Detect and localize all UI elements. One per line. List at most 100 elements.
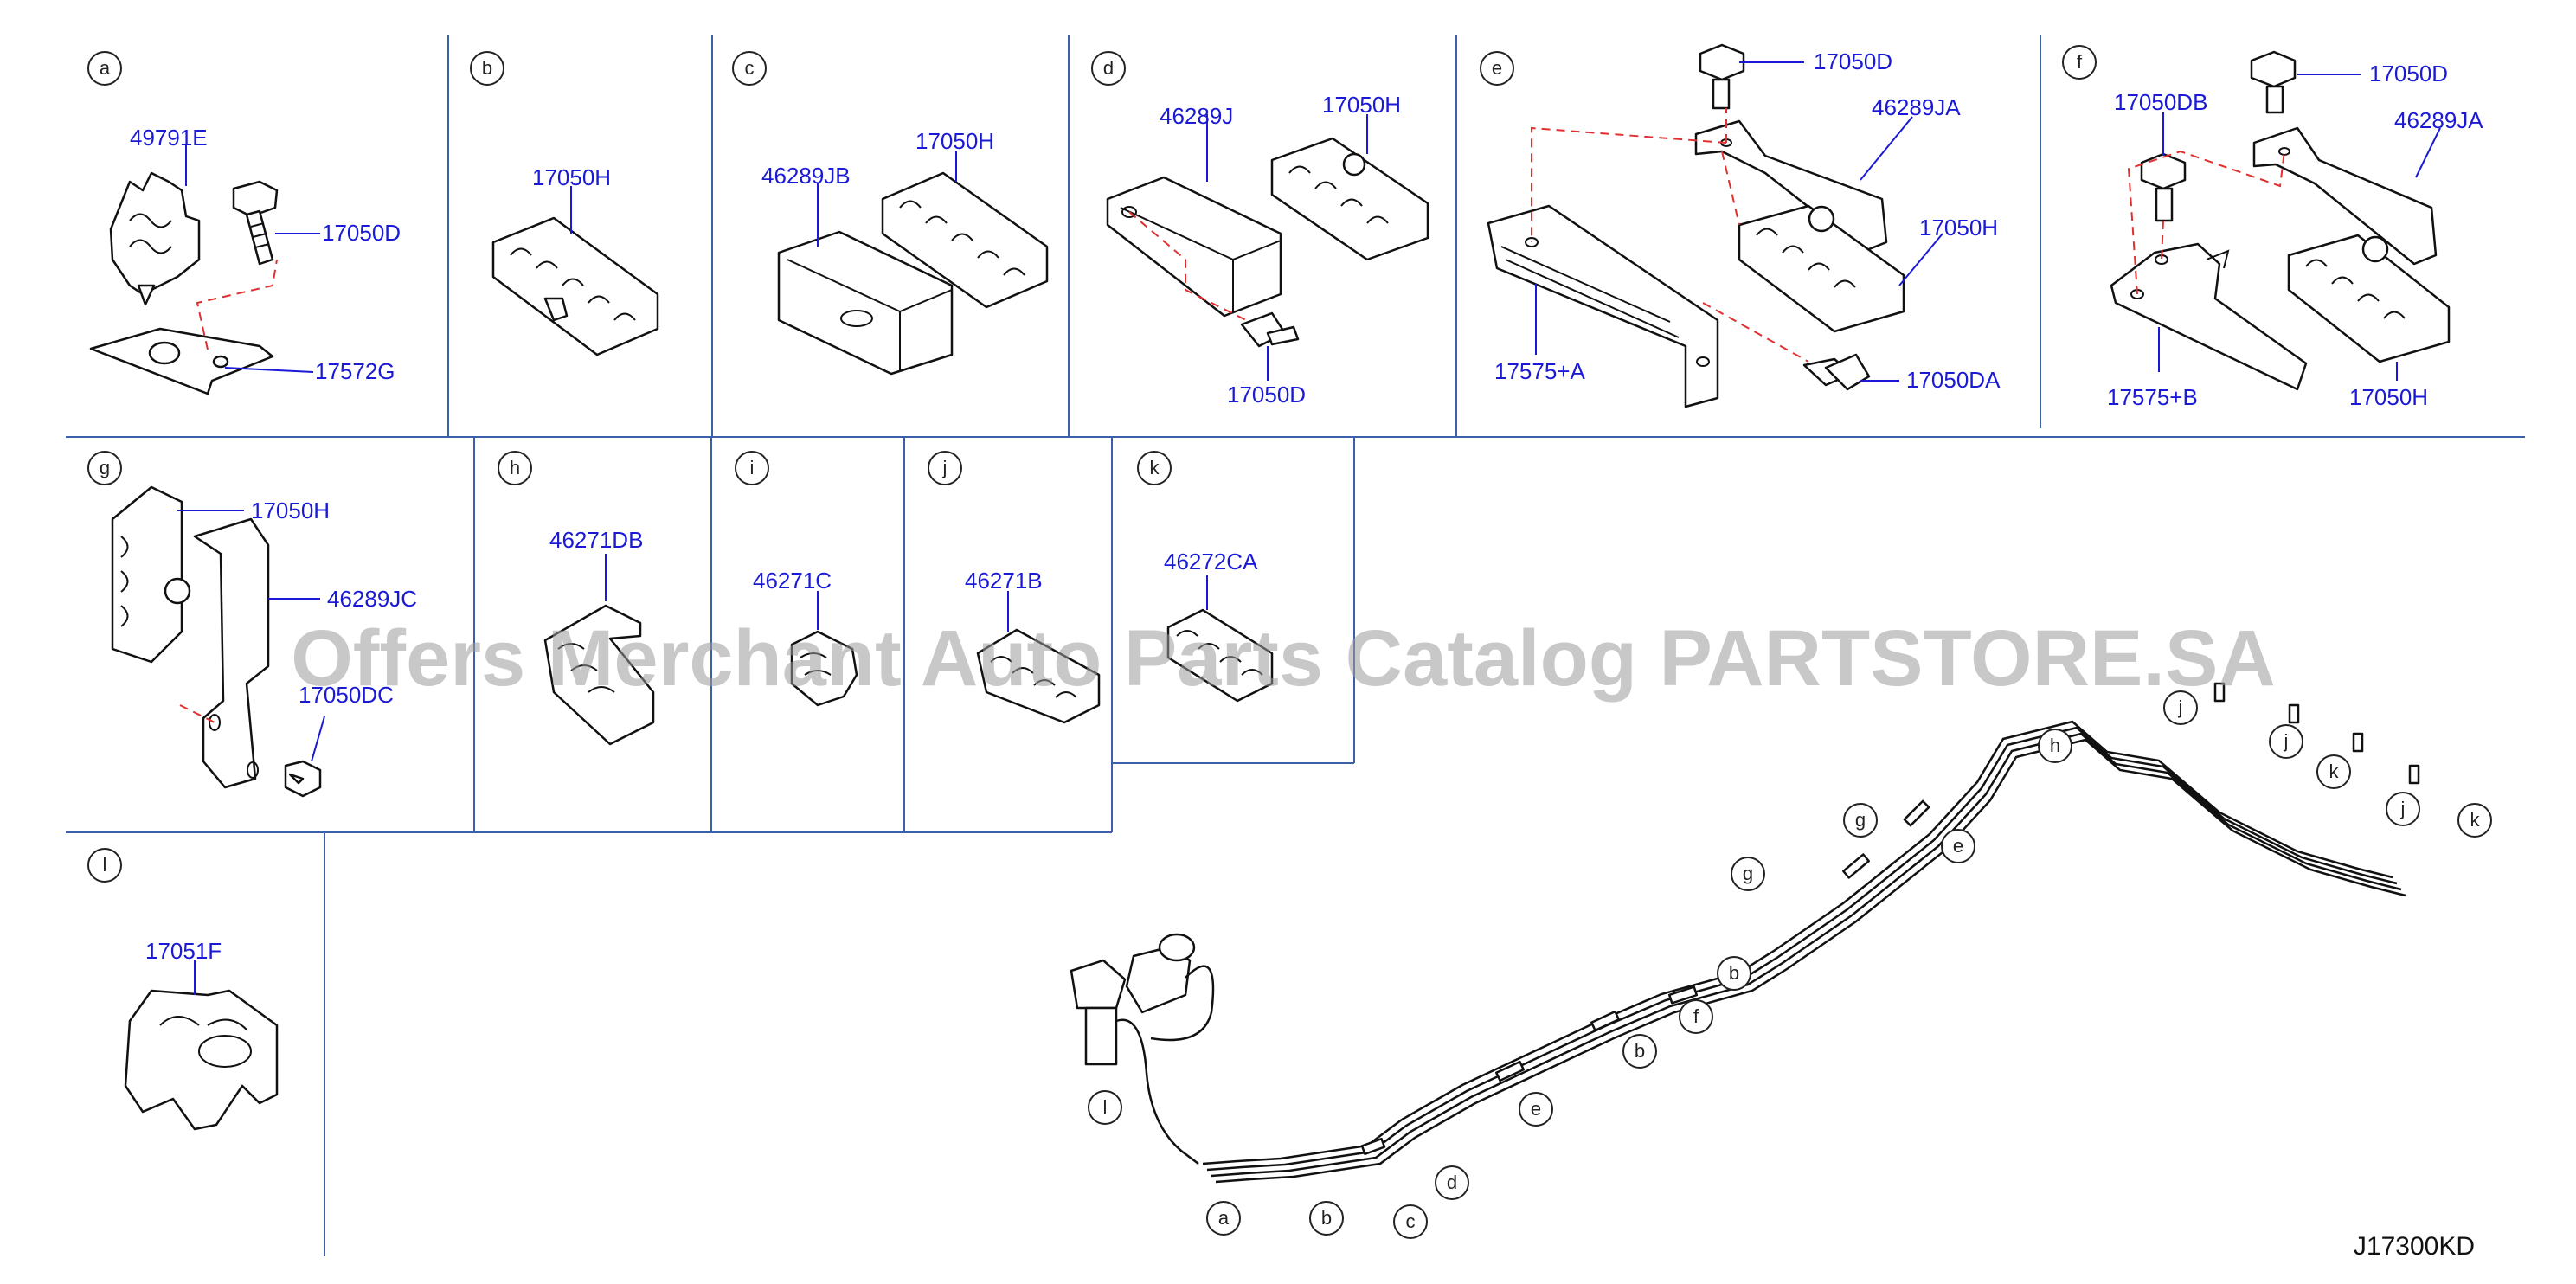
bracket-17572g-drawing (89, 327, 274, 395)
part-number-17050h-c: 17050H (915, 128, 994, 154)
watermark: Offers Merchant Auto Parts Catalog PARTS… (291, 614, 2276, 703)
svg-text:b: b (1635, 1040, 1645, 1062)
section-c-marker: c (732, 51, 767, 86)
section-a: 49791E 17050D 17572G (89, 125, 401, 395)
section-d: 46289J 17050H 17050D (1106, 92, 1429, 408)
part-number-17050h-f: 17050H (2349, 384, 2428, 410)
overview-callout-k1: k (2316, 754, 2351, 789)
svg-text:c: c (745, 57, 755, 79)
overview-callout-f: f (1679, 999, 1713, 1034)
part-number-17050dc: 17050DC (299, 682, 394, 708)
svg-text:e: e (1531, 1098, 1541, 1120)
overview-callout-j3: j (2386, 792, 2420, 826)
section-i: 46271C (753, 568, 858, 707)
section-b-marker: b (470, 51, 504, 86)
svg-text:j: j (942, 457, 948, 478)
section-e-marker: e (1480, 51, 1514, 86)
section-a-marker: a (87, 51, 122, 86)
svg-text:i: i (750, 457, 755, 478)
svg-text:l: l (103, 854, 107, 876)
section-j: 46271B (965, 568, 1101, 724)
svg-text:k: k (2329, 761, 2340, 782)
overview-callout-d: d (1435, 1165, 1469, 1200)
part-number-46289jc: 46289JC (327, 586, 417, 612)
overview-callout-b2: b (1622, 1034, 1657, 1069)
overview-callout-a: a (1206, 1201, 1241, 1236)
section-h-marker: h (498, 451, 532, 485)
clamp-17050h-d-drawing (1270, 137, 1429, 261)
overview-callout-g1: g (1731, 857, 1765, 891)
section-k: 46272CA (1164, 549, 1274, 703)
section-i-marker: i (735, 451, 769, 485)
clamp-17050h-e-drawing (1738, 204, 1905, 333)
svg-text:e: e (1492, 57, 1502, 79)
section-l: 17051F (124, 938, 279, 1131)
clip-46272ca-drawing (1166, 608, 1274, 703)
svg-text:l: l (1103, 1096, 1108, 1118)
part-number-46289jb: 46289JB (761, 163, 851, 189)
bolt-17050d-e-drawing (1699, 43, 1745, 110)
cover-46289jb-drawing (777, 230, 954, 376)
clamp-17050h-g-drawing (111, 485, 191, 664)
section-l-marker: l (87, 848, 122, 883)
clamp-17050h-c-drawing (881, 171, 1049, 309)
clip-46271c-drawing (790, 630, 858, 707)
svg-text:c: c (1406, 1210, 1416, 1232)
part-number-17050h-g: 17050H (251, 498, 330, 523)
bracket-17575a-drawing (1487, 204, 1719, 408)
clip-49791e-drawing (109, 171, 201, 306)
section-b: 17050H (491, 164, 659, 356)
section-g: 17050H 46289JC 17050DC (111, 485, 417, 798)
part-number-49791e: 49791E (130, 125, 208, 151)
section-f: 17050D 17050DB 46289JA 17575+B 17050H (2107, 50, 2483, 410)
overview-callout-b1: b (1309, 1201, 1344, 1236)
part-number-46271c: 46271C (753, 568, 832, 594)
section-c: 46289JB 17050H (761, 128, 1049, 376)
part-number-17050d: 17050D (322, 220, 401, 246)
svg-text:e: e (1953, 835, 1963, 857)
overview-callout-e2: e (1941, 829, 1975, 863)
svg-text:f: f (1693, 1005, 1699, 1027)
section-g-marker: g (87, 451, 122, 485)
part-number-46271b: 46271B (965, 568, 1043, 594)
cover-46289j-drawing (1106, 176, 1282, 318)
part-number-17051f: 17051F (145, 938, 222, 964)
section-k-marker: k (1137, 451, 1172, 485)
overview-callout-l: l (1088, 1090, 1122, 1125)
grid-lines (66, 35, 2525, 1256)
overview-callout-c: c (1393, 1204, 1428, 1239)
svg-text:k: k (1150, 457, 1160, 478)
bolt-17050da-drawing (1802, 353, 1871, 391)
diagram-code: J17300KD (2354, 1232, 2475, 1261)
overview-callout-k2: k (2457, 803, 2492, 838)
clip-17051f-drawing (124, 989, 279, 1131)
overview-callout-e1: e (1519, 1092, 1553, 1127)
bolt-17050dc-drawing (284, 760, 322, 798)
svg-text:b: b (1729, 962, 1739, 984)
svg-text:j: j (2400, 798, 2406, 819)
overview-callout-b3: b (1717, 956, 1751, 991)
svg-text:j: j (2178, 697, 2183, 718)
part-number-17050d-d: 17050D (1227, 382, 1306, 408)
svg-text:f: f (2077, 51, 2083, 73)
section-j-marker: j (928, 451, 962, 485)
overview-callout-h: h (2038, 729, 2072, 763)
section-f-marker: f (2062, 45, 2097, 80)
section-letters: a b c d e f g h i j k l (87, 45, 2097, 883)
part-number-17050d-f: 17050D (2369, 61, 2448, 87)
part-number-46271db: 46271DB (549, 527, 643, 553)
section-e: 17050D 46289JA 17050H 17575+A 17050DA (1487, 43, 2001, 408)
svg-text:j: j (2284, 730, 2289, 752)
svg-text:g: g (100, 457, 110, 478)
part-number-17050h-e: 17050H (1919, 215, 1998, 241)
part-number-46289ja-f: 46289JA (2394, 107, 2483, 133)
part-number-46272ca: 46272CA (1164, 549, 1258, 575)
clip-46271b-drawing (976, 628, 1101, 724)
clip-46271db-drawing (543, 604, 655, 746)
part-number-17050h-d: 17050H (1322, 92, 1401, 118)
clamp-17050h-drawing (491, 216, 659, 356)
cover-46289ja-f-drawing (2252, 126, 2438, 266)
svg-text:a: a (1218, 1207, 1230, 1229)
svg-text:g: g (1743, 863, 1753, 884)
